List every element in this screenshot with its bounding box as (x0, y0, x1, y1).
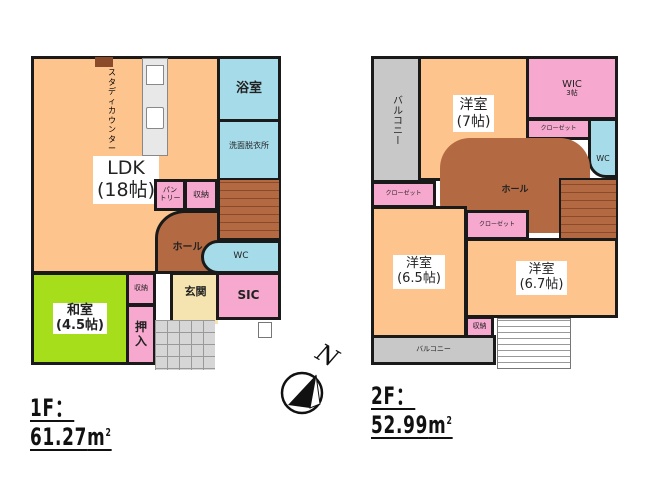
ldk-size: (18帖) (96, 179, 155, 201)
room-closet-top: クローゼット (526, 118, 591, 140)
room-closet-mid: クローゼット (465, 210, 529, 240)
hall-label-1f: ホール (172, 241, 203, 253)
room-oshiire: 押 入 (126, 304, 156, 365)
washitsu-size: (4.5帖) (56, 317, 104, 333)
study-counter (95, 57, 113, 67)
western65-name: 洋室 (405, 256, 432, 272)
western7-name: 洋室 (459, 97, 488, 114)
bath-label: 浴室 (235, 80, 262, 96)
balcony-left-label: バルコニー (390, 94, 402, 145)
storage-label-2f: 収納 (472, 322, 487, 331)
genkan-label: 玄関 (184, 285, 207, 299)
washitsu-name: 和室 (66, 302, 93, 318)
room-closet-left: クローゼット (371, 181, 436, 208)
washroom-label: 洗面脱衣所 (229, 141, 269, 150)
room-balcony-left: バルコニー (371, 56, 421, 183)
room-wc-2f: WC (588, 118, 618, 178)
room-ldk: LDK (18帖) (31, 56, 221, 274)
exterior-stairs (497, 318, 571, 369)
room-storage-2f: 収納 (465, 316, 494, 338)
room-storage-1f-2: 収納 (126, 272, 156, 306)
room-pantry: パン トリー (154, 179, 186, 211)
closet-mid-label: クローゼット (478, 220, 515, 228)
stove-icon (146, 65, 164, 85)
room-storage-1f: 収納 (184, 179, 218, 211)
room-wc-1f: WC (201, 240, 281, 274)
wc-label-2f: WC (596, 153, 610, 163)
oshiire-label: 押 入 (134, 320, 147, 348)
area-label-1f: 1F：61.27m2 (30, 394, 112, 451)
room-sic: SIC (216, 272, 281, 320)
western7-size: (7帖) (456, 113, 491, 130)
storage2-label: 収納 (134, 284, 148, 293)
sink-icon (146, 107, 164, 129)
area-value-1f: 1F：61.27 (30, 394, 88, 451)
balcony-bottom-label: バルコニー (416, 345, 451, 354)
outdoor-unit (258, 322, 272, 338)
wic-size: 3帖 (566, 88, 578, 97)
room-balcony-bottom: バルコニー (371, 335, 496, 365)
storage-label-1f: 収納 (193, 189, 209, 199)
closet-top-label: クローゼット (540, 124, 577, 132)
wc-label-1f: WC (233, 251, 249, 262)
western67-name: 洋室 (528, 262, 555, 278)
north-arrow-icon: N (280, 338, 344, 415)
compass-north-label: N (310, 338, 344, 373)
study-counter-label: スタディカウンター (108, 68, 116, 153)
ldk-name: LDK (107, 157, 145, 180)
room-western-67: 洋室 (6.7帖) (465, 238, 618, 318)
kitchen-counter (142, 58, 168, 156)
area-label-2f: 2F：52.99m2 (371, 382, 453, 439)
room-wic: WIC 3帖 (526, 56, 618, 120)
hall-label-2f: ホール (501, 184, 529, 195)
closet-left-label: クローゼット (385, 190, 422, 198)
western65-size: (6.5帖) (397, 271, 441, 286)
sic-label: SIC (237, 288, 260, 303)
room-genkan: 玄関 (170, 272, 218, 324)
room-western-65: 洋室 (6.5帖) (371, 206, 467, 338)
room-washitsu: 和室 (4.5帖) (31, 272, 129, 365)
staircase-1f (218, 178, 281, 240)
compass: N (276, 338, 346, 418)
area-value-2f: 2F：52.99 (371, 382, 429, 439)
entrance-porch (155, 320, 215, 370)
pantry-label: パン トリー (159, 186, 181, 202)
room-bath: 浴室 (217, 56, 281, 122)
staircase-2f (559, 178, 618, 242)
western67-size: (6.7帖) (519, 277, 564, 292)
wic-name: WIC (562, 78, 582, 90)
